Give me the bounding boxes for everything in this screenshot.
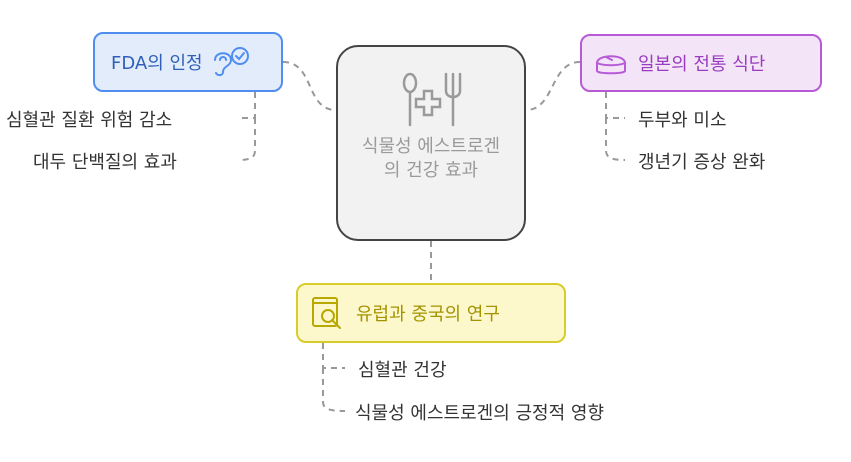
sushi-icon: [596, 55, 626, 75]
fda-node-label: FDA의 인정: [111, 53, 203, 74]
japan-child-1: 두부와 미소: [638, 110, 727, 131]
utensils-medical-icon: [402, 72, 462, 127]
japan-node: 일본의 전통 식단: [580, 34, 822, 92]
ear-check-icon: [213, 47, 249, 77]
fda-node: FDA의 인정: [93, 32, 283, 92]
europe-child-1: 심혈관 건강: [358, 360, 447, 381]
japan-child-2: 갱년기 증상 완화: [638, 152, 766, 173]
fda-child-1: 심혈관 질환 위험 감소: [6, 110, 173, 131]
japan-node-label: 일본의 전통 식단: [638, 54, 766, 75]
central-topic-label: 식물성 에스트로겐의 건강 효과: [361, 136, 501, 181]
fda-child-2: 대두 단백질의 효과: [33, 152, 177, 173]
central-topic-node: 식물성 에스트로겐의 건강 효과: [336, 45, 526, 241]
europe-china-node: 유럽과 중국의 연구: [296, 283, 566, 343]
europe-china-node-label: 유럽과 중국의 연구: [356, 304, 500, 325]
book-search-icon: [312, 297, 341, 329]
europe-child-2: 식물성 에스트로겐의 긍정적 영향: [355, 403, 605, 424]
